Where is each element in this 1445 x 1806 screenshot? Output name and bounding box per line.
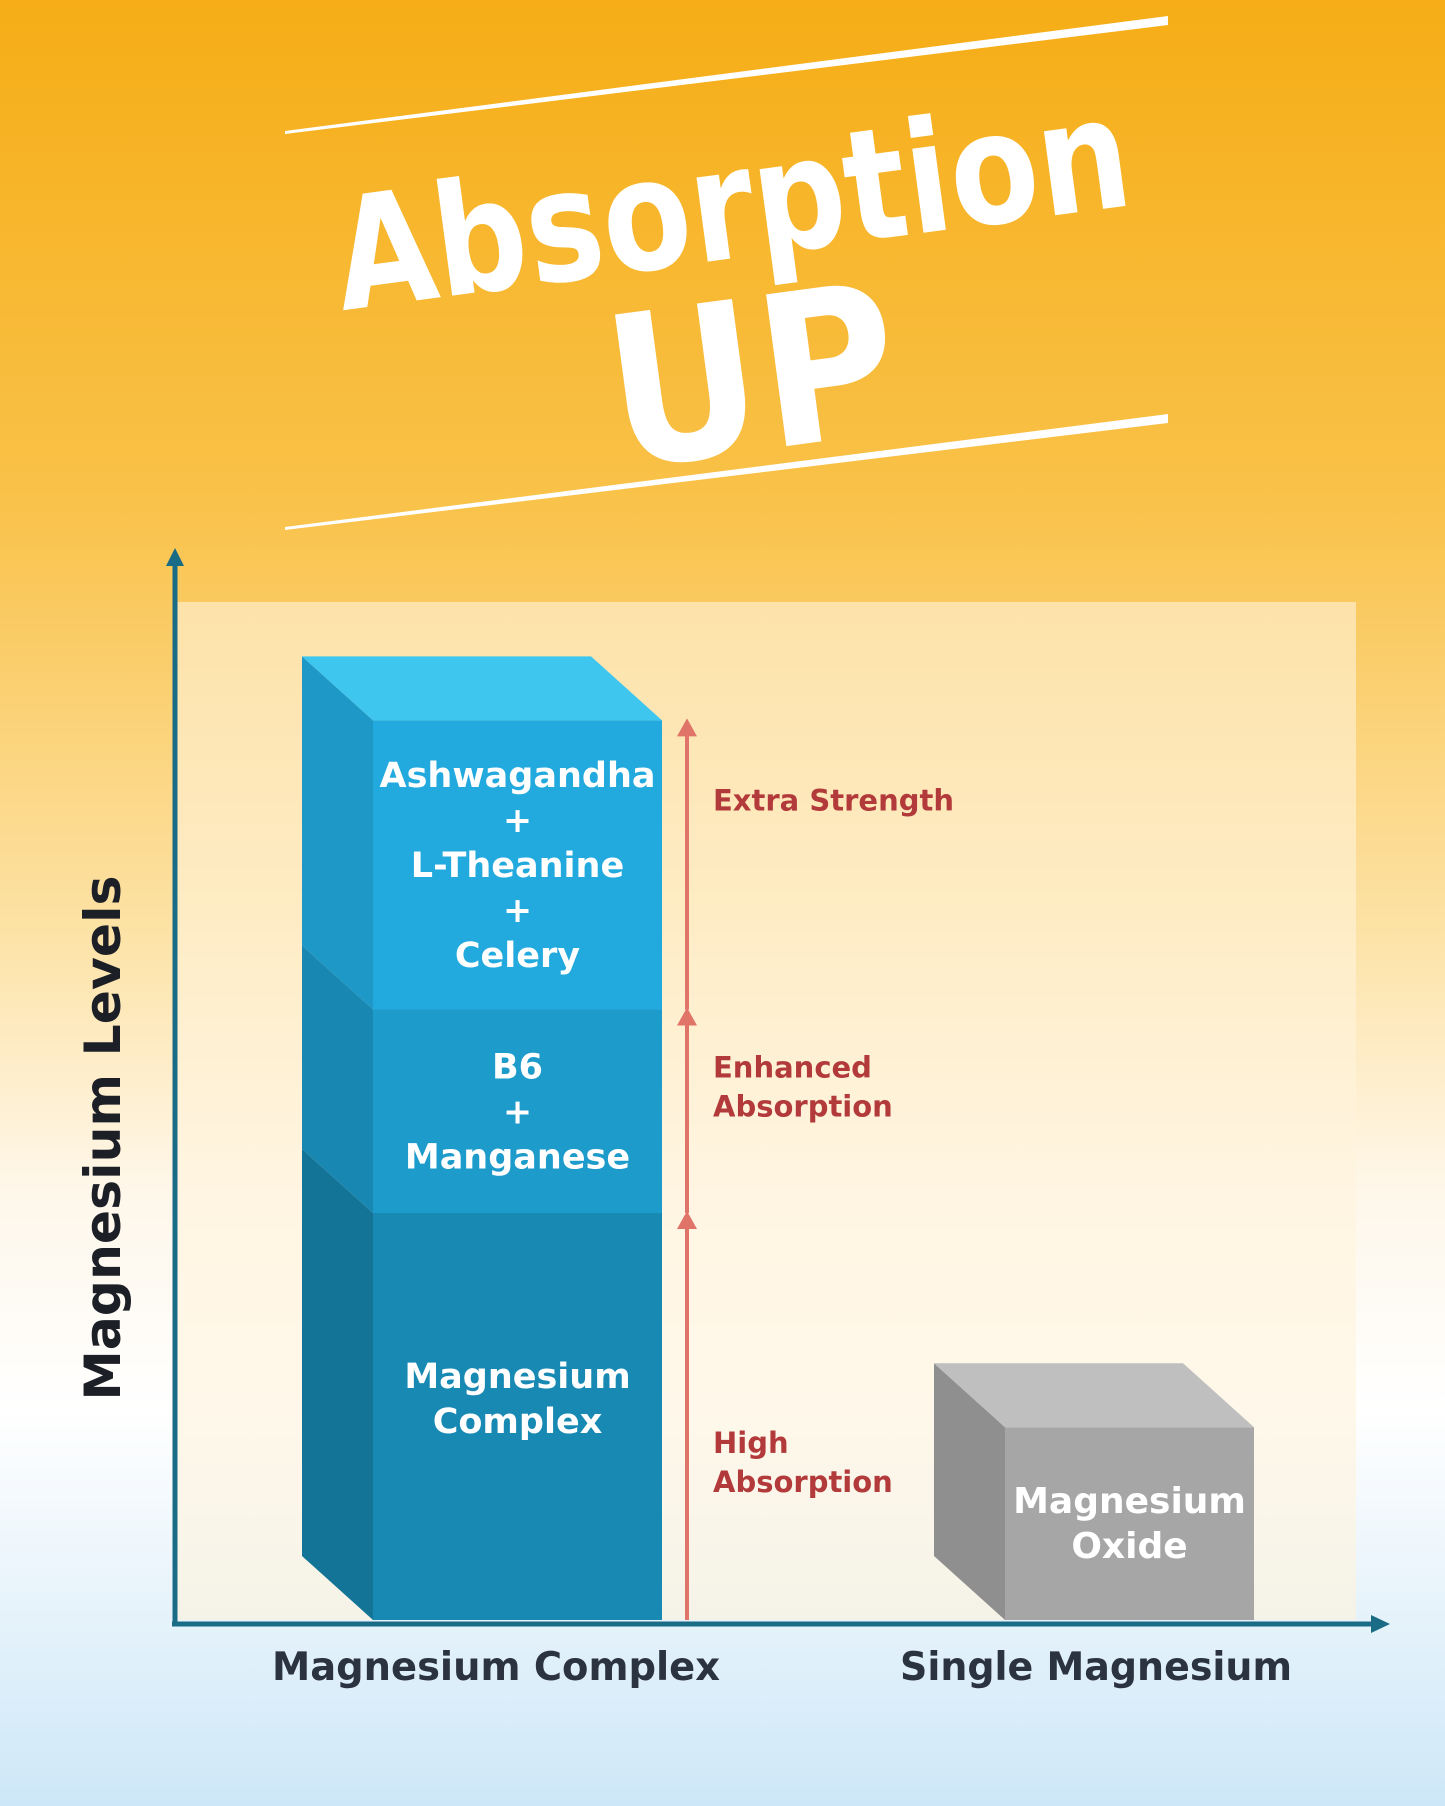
bars-layer: MagnesiumComplexB6+ManganeseAshwagandha+… bbox=[302, 656, 1254, 1620]
segment-label-: + bbox=[503, 1092, 532, 1132]
annotation-label-absorption: Absorption bbox=[713, 1465, 893, 1499]
bar-segment-b6 bbox=[373, 1009, 662, 1214]
bar-top-single-magnesium bbox=[934, 1363, 1254, 1428]
segment-label-: + bbox=[503, 801, 532, 841]
segment-label-ashwagandha: Ashwagandha bbox=[380, 756, 656, 796]
y-axis-title: Magnesium Levels bbox=[74, 876, 132, 1401]
annotation-label-enhanced: Enhanced bbox=[713, 1051, 872, 1085]
segment-label-: + bbox=[503, 891, 532, 931]
segment-label-l-theanine: L-Theanine bbox=[411, 846, 624, 886]
bar-segment-magnesium-side bbox=[934, 1363, 1005, 1620]
bar-segment-ashwagandha bbox=[373, 720, 662, 1010]
x-axis-arrowhead bbox=[1371, 1615, 1390, 1633]
title-bottom-rule bbox=[285, 414, 1168, 530]
bar-top-magnesium-complex bbox=[302, 656, 662, 721]
segment-label-complex: Complex bbox=[433, 1402, 603, 1442]
annotation-label-absorption: Absorption bbox=[713, 1090, 893, 1124]
segment-label-b6: B6 bbox=[492, 1047, 543, 1087]
annotation-arrowhead bbox=[677, 1211, 697, 1230]
segment-label-oxide: Oxide bbox=[1071, 1526, 1187, 1567]
segment-label-celery: Celery bbox=[455, 936, 580, 976]
segment-label-magnesium: Magnesium bbox=[1013, 1481, 1246, 1522]
bar-segment-magnesium bbox=[373, 1213, 662, 1620]
category-label-single-magnesium: Single Magnesium bbox=[900, 1645, 1292, 1690]
bar-segment-magnesium bbox=[1005, 1427, 1254, 1620]
annotation-arrowhead bbox=[677, 1007, 697, 1026]
title-graphic: Absorption UP bbox=[285, 16, 1168, 530]
annotation-label-high: High bbox=[713, 1426, 789, 1460]
bar-segment-ashwagandha-side bbox=[302, 656, 373, 1010]
y-axis-arrowhead bbox=[166, 548, 184, 566]
segment-label-magnesium: Magnesium bbox=[404, 1357, 630, 1397]
annotation-arrowhead bbox=[677, 718, 697, 737]
title-top-rule bbox=[285, 16, 1168, 134]
category-label-magnesium-complex: Magnesium Complex bbox=[272, 1645, 720, 1690]
annotation-extra-strength: Extra Strength bbox=[677, 718, 954, 1010]
annotation-label-extra-strength: Extra Strength bbox=[713, 783, 954, 817]
segment-label-manganese: Manganese bbox=[405, 1137, 630, 1177]
bar-segment-magnesium-side bbox=[302, 1149, 373, 1620]
bar-segment-b6-side bbox=[302, 945, 373, 1214]
